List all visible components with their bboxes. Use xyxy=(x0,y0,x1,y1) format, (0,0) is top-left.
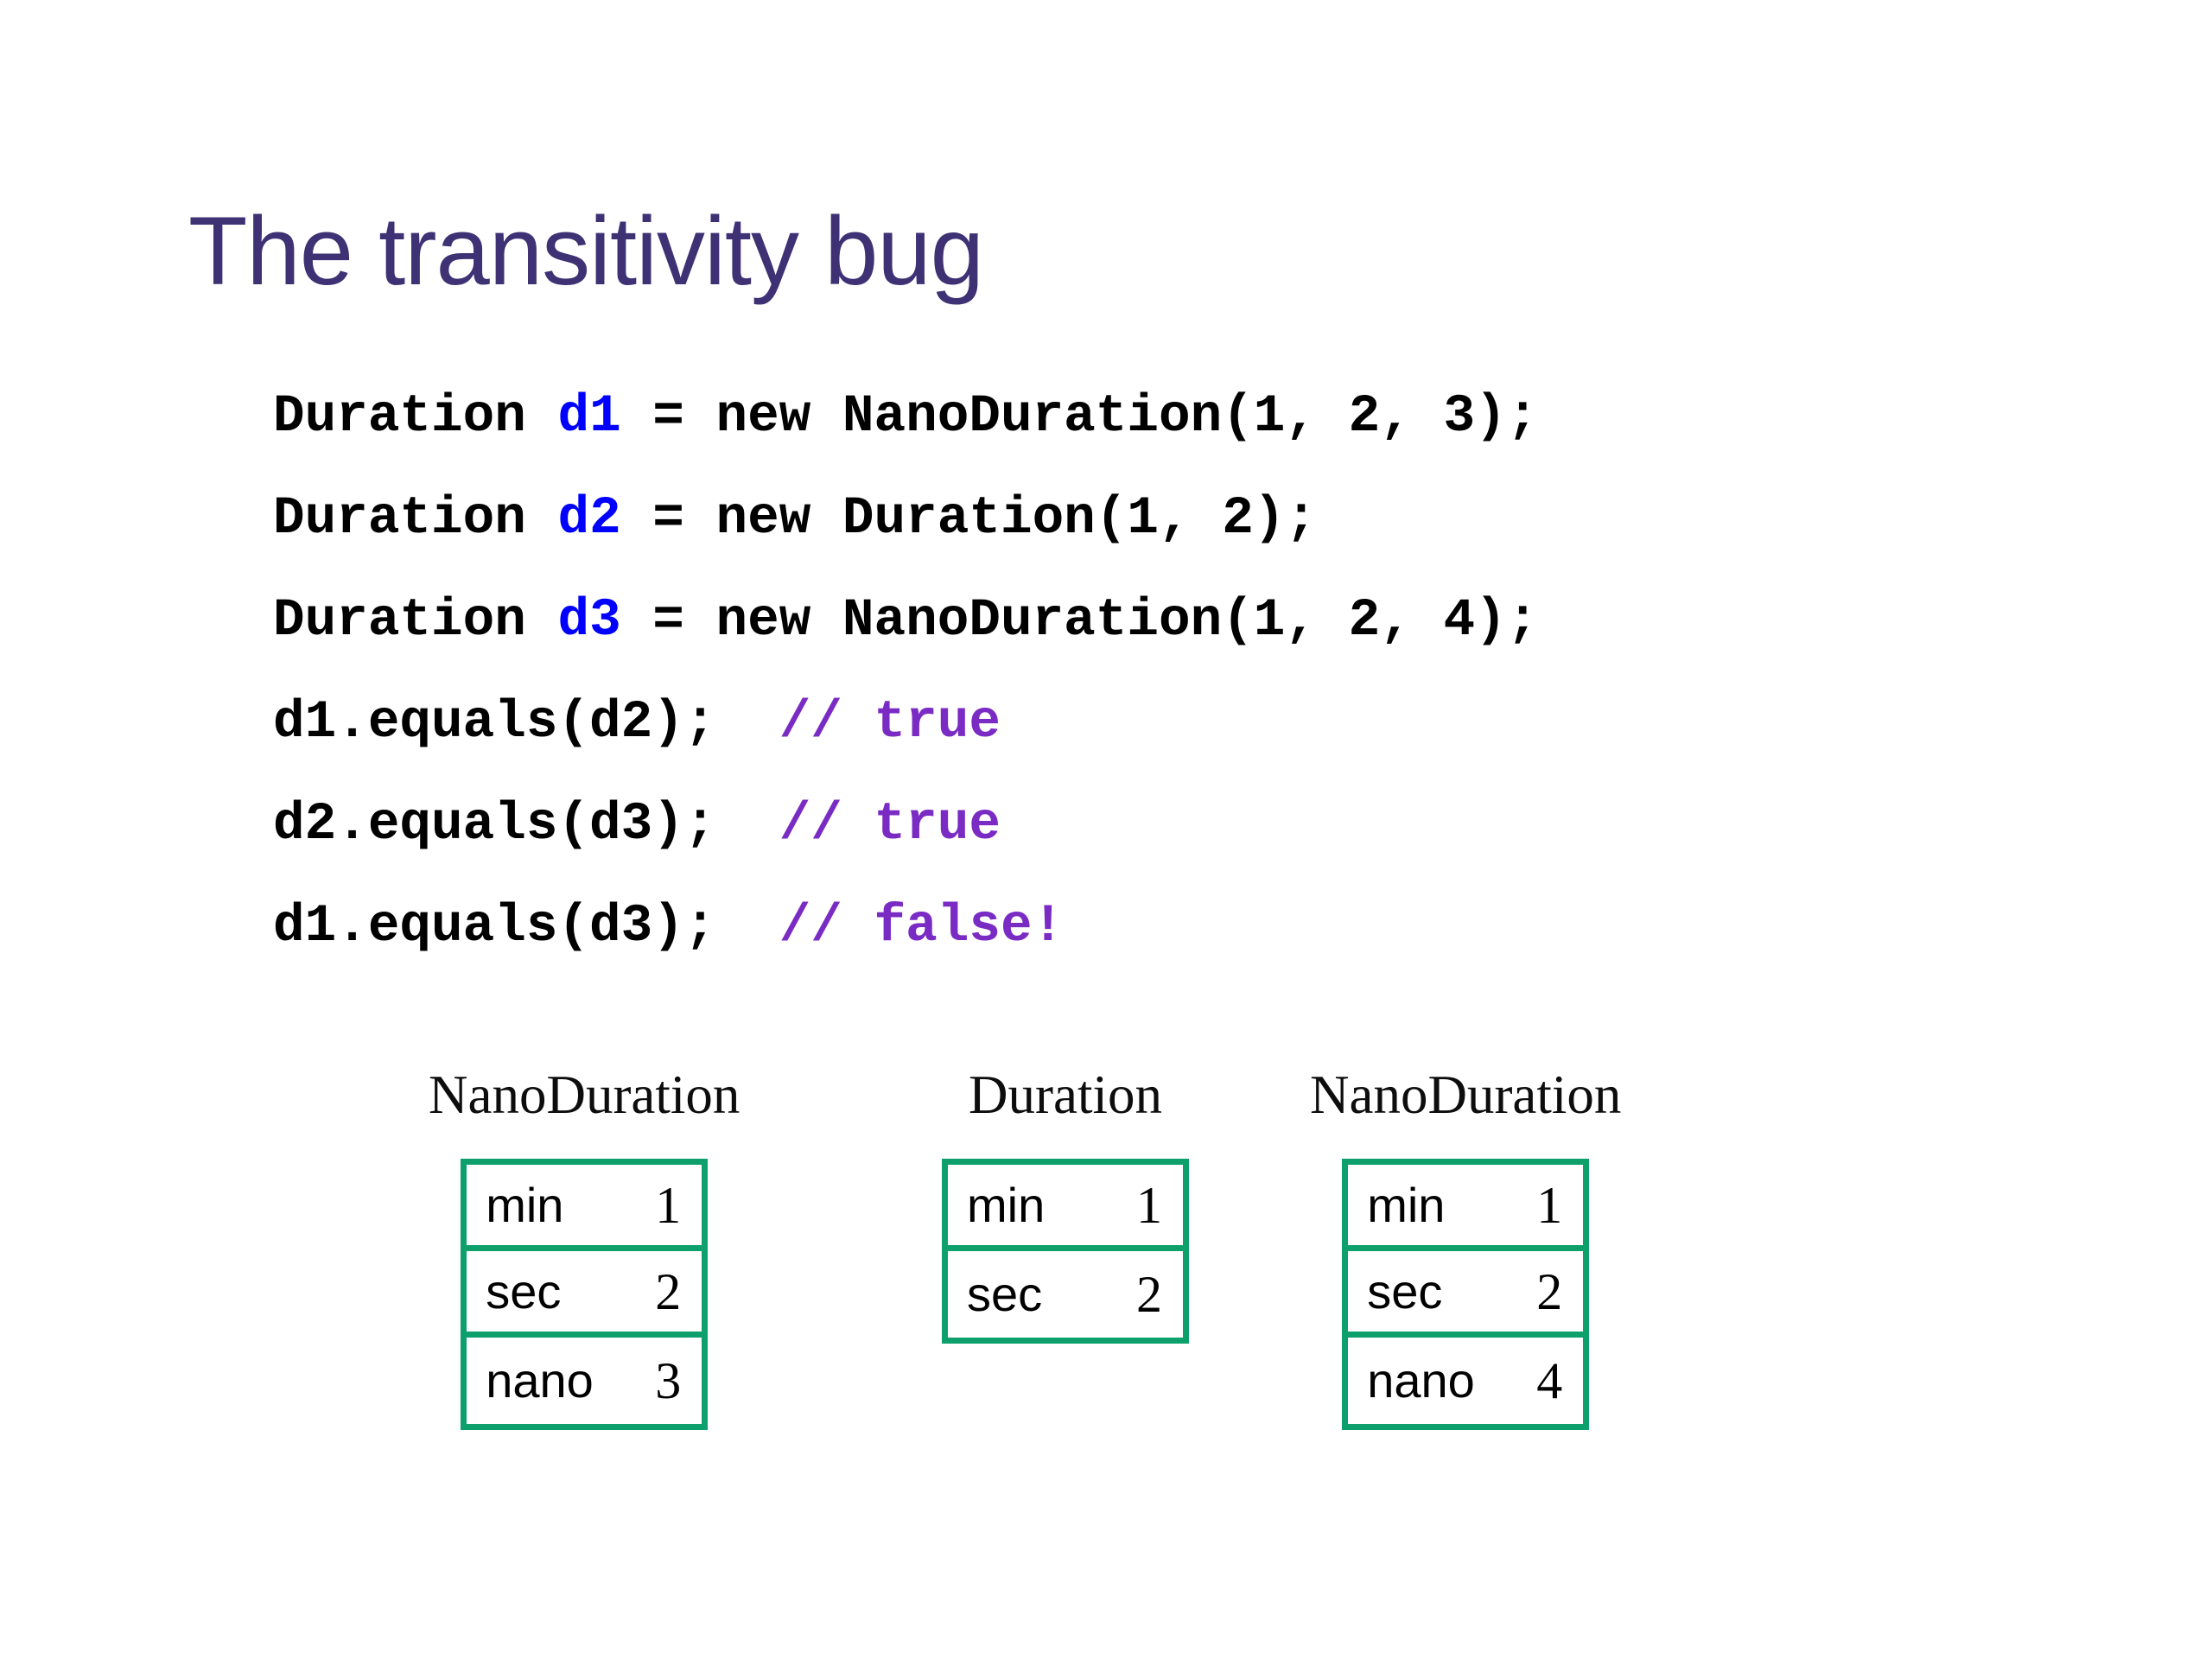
code-token-plain: Duration xyxy=(273,387,558,447)
field-value: 3 xyxy=(655,1352,682,1409)
code-token-plain: = new Duration(1, 2); xyxy=(620,489,1318,549)
code-token-variable: d1 xyxy=(557,387,621,447)
code-line: Duration d2 = new Duration(1, 2); xyxy=(273,468,1538,570)
table-row: nano 3 xyxy=(467,1338,702,1424)
object-diagram-group: NanoDuration min 1 sec 2 nano 3 Duration min 1 se… xyxy=(0,1065,2212,1471)
field-value: 1 xyxy=(1536,1176,1563,1234)
object-diagram: NanoDuration min 1 sec 2 nano 4 xyxy=(1310,1065,1621,1430)
code-line: d1.equals(d3); // false! xyxy=(273,876,1538,978)
field-name: nano xyxy=(1367,1353,1475,1408)
object-field-table: min 1 sec 2 nano 3 xyxy=(461,1159,709,1430)
field-name: nano xyxy=(486,1353,594,1408)
object-diagram: NanoDuration min 1 sec 2 nano 3 xyxy=(429,1065,740,1430)
code-token-variable: d3 xyxy=(557,591,621,651)
field-value: 4 xyxy=(1536,1352,1563,1409)
code-token-comment: // false! xyxy=(779,897,1065,957)
table-row: nano 4 xyxy=(1348,1338,1583,1424)
code-token-plain: d1.equals(d2); xyxy=(273,693,779,753)
field-name: min xyxy=(486,1177,564,1232)
code-token-plain: Duration xyxy=(273,591,558,651)
code-token-plain: Duration xyxy=(273,489,558,549)
code-token-plain: = new NanoDuration(1, 2, 4); xyxy=(620,591,1539,651)
table-row: min 1 xyxy=(1348,1165,1584,1251)
field-value: 2 xyxy=(1136,1266,1162,1323)
field-value: 2 xyxy=(655,1262,682,1320)
table-row: sec 2 xyxy=(1348,1251,1584,1338)
code-line: Duration d1 = new NanoDuration(1, 2, 3); xyxy=(273,366,1538,468)
code-token-comment: // true xyxy=(779,693,1001,753)
field-name: sec xyxy=(1367,1263,1443,1319)
code-token-comment: // true xyxy=(779,795,1001,855)
field-value: 1 xyxy=(655,1176,682,1234)
code-token-plain: = new NanoDuration(1, 2, 3); xyxy=(620,387,1539,447)
field-name: sec xyxy=(486,1263,562,1319)
object-class-name: NanoDuration xyxy=(1310,1065,1622,1125)
field-name: min xyxy=(967,1177,1046,1232)
object-field-table: min 1 sec 2 xyxy=(942,1159,1189,1344)
object-class-name: NanoDuration xyxy=(429,1065,741,1125)
table-row: min 1 xyxy=(467,1165,702,1251)
field-value: 1 xyxy=(1136,1176,1162,1234)
table-row: sec 2 xyxy=(467,1251,702,1338)
code-line: d1.equals(d2); // true xyxy=(273,672,1538,774)
field-name: min xyxy=(1367,1177,1446,1232)
object-field-table: min 1 sec 2 nano 4 xyxy=(1342,1159,1590,1430)
table-row: sec 2 xyxy=(948,1251,1183,1338)
code-line: d2.equals(d3); // true xyxy=(273,774,1538,876)
page-title: The transitivity bug xyxy=(188,197,984,306)
object-diagram: Duration min 1 sec 2 xyxy=(942,1065,1189,1344)
code-block: Duration d1 = new NanoDuration(1, 2, 3);… xyxy=(273,366,1538,978)
table-row: min 1 xyxy=(948,1165,1183,1251)
code-line: Duration d3 = new NanoDuration(1, 2, 4); xyxy=(273,570,1538,672)
field-name: sec xyxy=(967,1267,1043,1321)
field-value: 2 xyxy=(1536,1262,1563,1320)
code-token-variable: d2 xyxy=(557,489,621,549)
code-token-plain: d2.equals(d3); xyxy=(273,795,779,855)
object-class-name: Duration xyxy=(969,1065,1162,1125)
code-token-plain: d1.equals(d3); xyxy=(273,897,779,957)
